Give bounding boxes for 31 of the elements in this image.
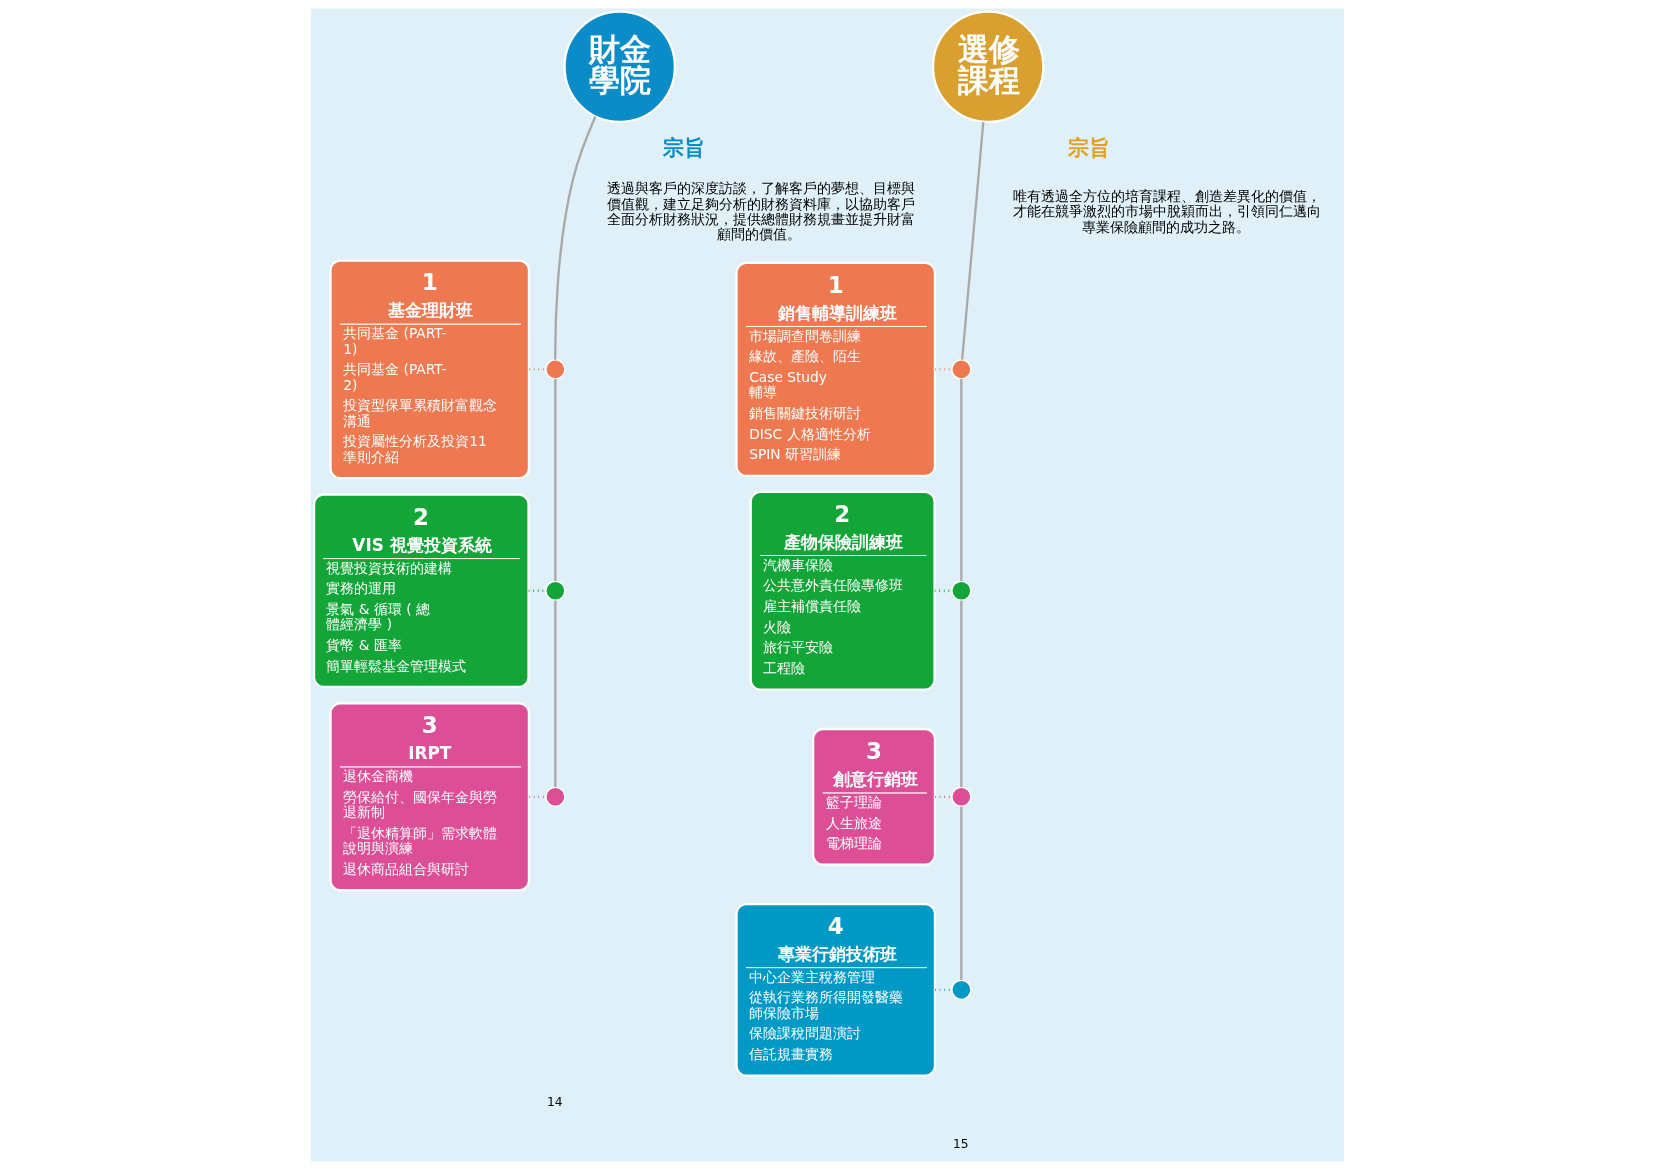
- label: 15: [952, 1136, 969, 1151]
- connector: [553, 600, 556, 788]
- node-box: 3 創意行銷班 籃子理論 人生旅途 電梯理論: [811, 727, 936, 866]
- node-circle: [544, 359, 566, 380]
- node-circle: 財金學院: [562, 10, 676, 124]
- connector: [553, 379, 556, 581]
- node-circle: [950, 359, 972, 380]
- connector: [528, 368, 546, 371]
- connector: [960, 121, 984, 360]
- node-box: 1 基金理財班 共同基金 (PART-1) 共同基金 (PART-2) 投資型保單累積財富觀念溝通 投資屬性分析及投資11準則介紹: [328, 259, 530, 480]
- node-circle: [950, 580, 972, 602]
- node-circle: 選修課程: [931, 10, 1044, 124]
- node-circle: [544, 786, 566, 808]
- node-box: 2 產物保險訓練班 汽機車保險 公共意外責任險專修班 雇主補償責任險 火險 旅行平安險 工程險: [749, 490, 936, 691]
- label: 宗旨: [1067, 135, 1110, 161]
- node-box: 2 VIS 視覺投資系統 視覺投資技術的建構 實務的運用 景氣 & 循環 ( 總體經濟學 ) 貨幣 & 匯率 簡單輕鬆基金管理模式: [312, 493, 530, 689]
- connector: [959, 379, 962, 581]
- connector: [959, 600, 962, 788]
- node-circle: [950, 979, 972, 1001]
- label: 宗旨: [662, 135, 705, 161]
- node-circle: [950, 786, 972, 808]
- node-box: 1 銷售輔導訓練班 市場調查問卷訓練 緣故、產險、陌生 Case Study 輔導 銷售關鍵技術研討 DISC 人格適性分析 SPIN 研習訓練: [734, 261, 936, 477]
- connector: [959, 806, 962, 981]
- connector: [934, 368, 952, 371]
- label: 唯有透過全方位的培育課程、創造差異化的價值，才能在競爭激烈的市場中脫穎而出，引領同仁邁向專業保險顧問的成功之路。: [1012, 188, 1321, 235]
- label: 透過與客戶的深度訪談，了解客戶的夢想、目標與價值觀，建立足夠分析的財務資料庫，以協助客戶全面分析財務狀況，提供總體財務規畫並提升財富顧問的價值。: [606, 180, 915, 243]
- node-box: 3 IRPT 退休金商機 勞保給付、國保年金與勞退新制 「退休精算師」需求軟體說明與演練 退休商品組合與研討: [328, 702, 530, 892]
- node-circle: [544, 580, 566, 602]
- connector: [553, 116, 596, 360]
- node-box: 4 專業行銷技術班 中心企業主稅務管理 從執行業務所得開發醫藥師保險市場 保險課稅問題演討 信託規畫實務: [734, 902, 936, 1077]
- label: 14: [546, 1095, 563, 1110]
